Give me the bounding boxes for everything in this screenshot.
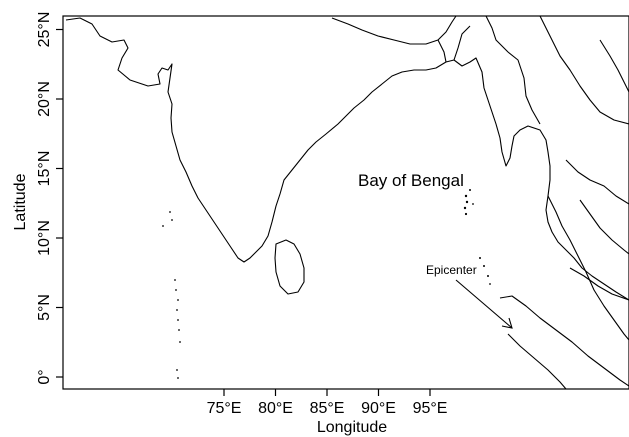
- malay-peninsula: [547, 195, 629, 341]
- x-tick-label: 95°E: [413, 400, 448, 417]
- epicenter-arrow: [455, 279, 513, 329]
- y-axis: 0° 5°N 10°N 15°N 20°N 25°N: [36, 12, 63, 385]
- island-markers: [162, 189, 491, 379]
- border-vietnam: [599, 39, 629, 93]
- y-axis-title: Latitude: [12, 173, 29, 230]
- y-tick-label: 5°N: [36, 294, 53, 321]
- epicenter-label: Epicenter: [426, 263, 477, 277]
- lakshadweep-maldives: [162, 211, 181, 379]
- border-nepal-china: [331, 15, 457, 45]
- map-lines: [65, 15, 629, 390]
- plot-frame: [62, 15, 629, 390]
- nicobar-islands: [479, 257, 491, 285]
- border-thailand-cambodia: [579, 199, 629, 255]
- indian-subcontinent-coastline: [65, 17, 629, 301]
- sri-lanka-coastline: [274, 239, 305, 295]
- y-tick-label: 0°: [36, 369, 53, 384]
- x-axis: 75°E 80°E 85°E 90°E 95°E: [207, 389, 448, 417]
- border-myanmar-east: [485, 15, 541, 125]
- andaman-islands: [463, 189, 474, 216]
- border-laos-thailand: [565, 159, 629, 205]
- y-tick-label: 20°N: [36, 81, 53, 117]
- y-tick-label: 10°N: [36, 220, 53, 256]
- region-label: Bay of Bengal: [358, 171, 464, 190]
- x-tick-label: 85°E: [310, 400, 345, 417]
- y-tick-label: 25°N: [36, 12, 53, 48]
- sumatra-west-coast: [507, 333, 567, 390]
- x-tick-label: 80°E: [258, 400, 293, 417]
- y-tick-label: 15°N: [36, 151, 53, 187]
- border-bangladesh: [437, 25, 471, 63]
- x-axis-title: Longitude: [317, 419, 387, 436]
- x-tick-label: 90°E: [361, 400, 396, 417]
- border-myanmar-thailand: [539, 15, 629, 125]
- border-thailand-malaysia: [569, 267, 629, 301]
- x-tick-label: 75°E: [207, 400, 242, 417]
- sumatra-coastline: [499, 295, 629, 387]
